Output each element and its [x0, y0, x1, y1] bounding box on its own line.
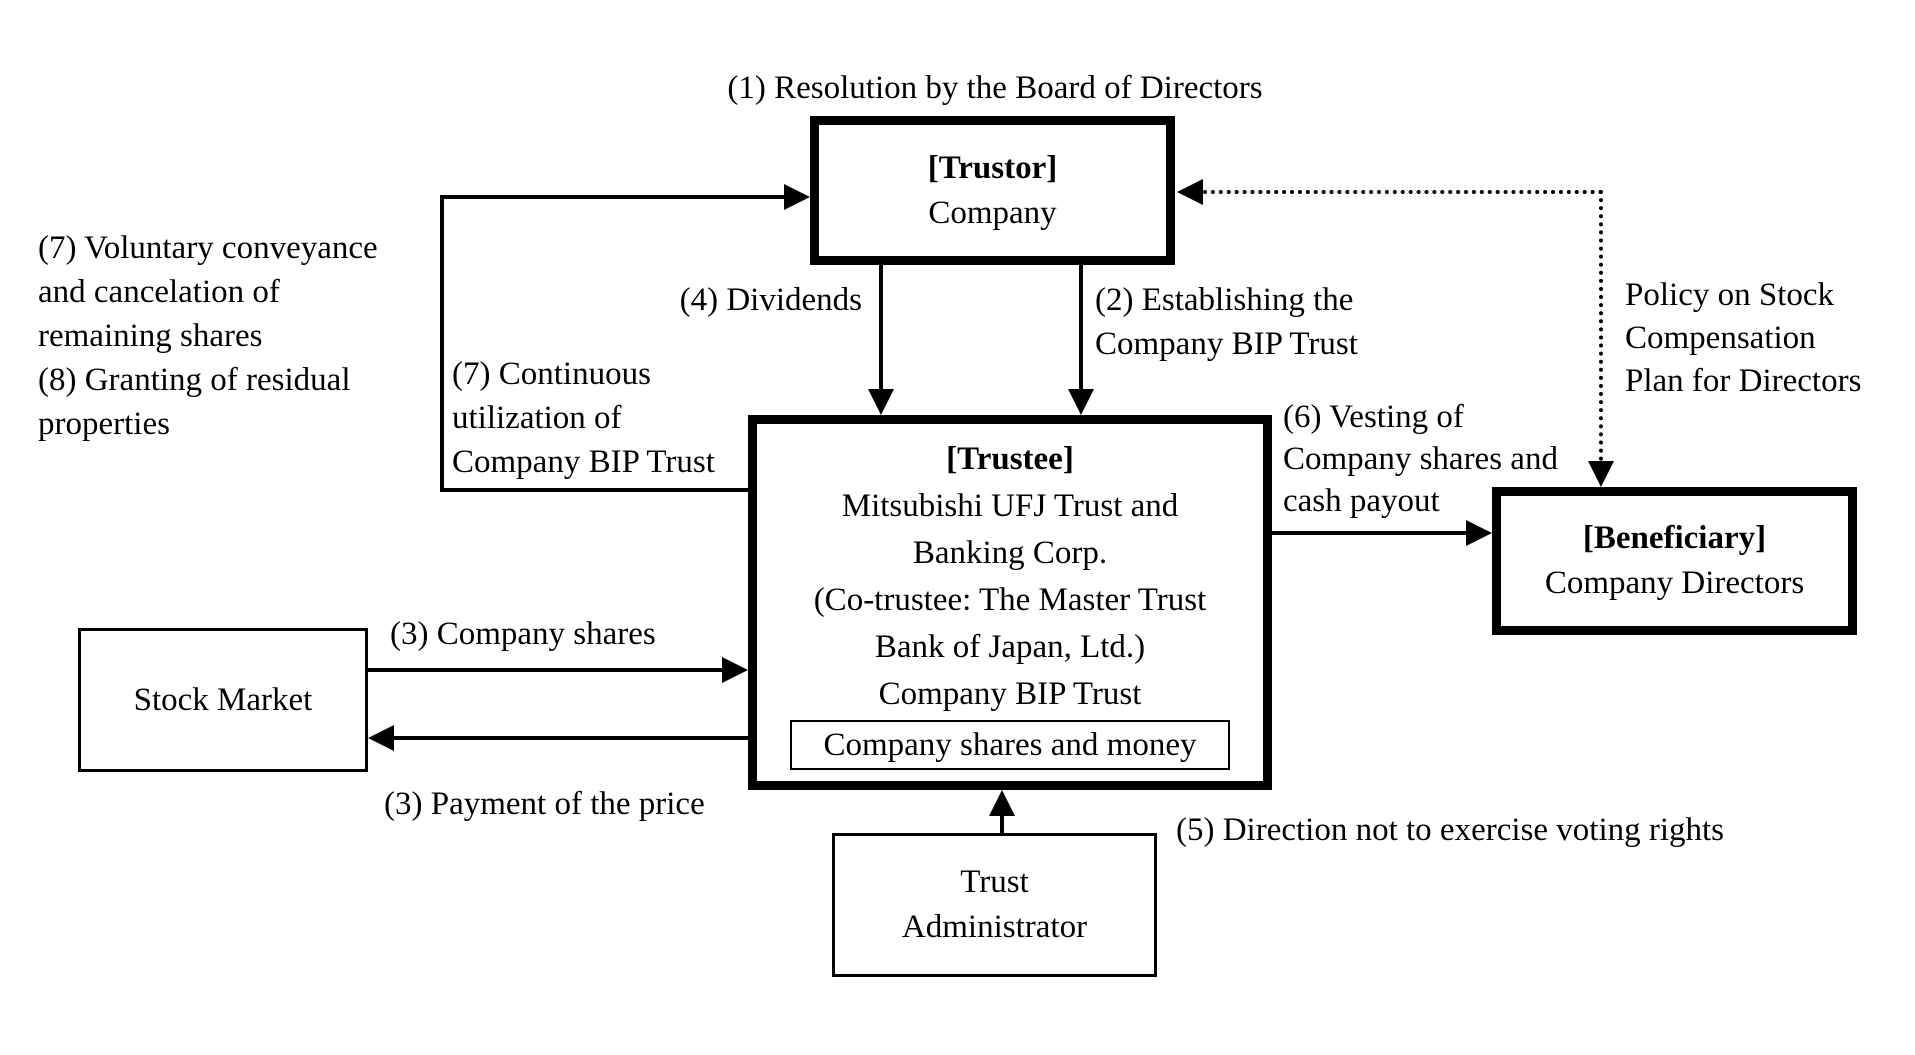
arrowhead-establishing-down — [1068, 389, 1094, 415]
arrowhead-payment-left — [368, 725, 394, 751]
stock-market-body: Stock Market — [133, 681, 313, 718]
trust-administrator-body: Trust Administrator — [901, 864, 1088, 945]
arrowhead-policy-into-trustor — [1177, 179, 1203, 205]
continuous-utilization-line-top — [440, 195, 786, 199]
stock-market-box: Stock Market — [78, 628, 368, 772]
dividends-line — [879, 265, 883, 392]
beneficiary-heading: [Beneficiary] — [1582, 520, 1767, 556]
trustee-assets-box: Company shares and money — [790, 719, 1230, 770]
beneficiary-box: [Beneficiary] Company Directors — [1492, 487, 1857, 635]
arrowhead-shares-right — [722, 657, 748, 683]
policy-dotted-line-vertical — [1599, 190, 1603, 461]
payment-line — [394, 736, 748, 740]
vesting-line — [1272, 531, 1466, 535]
label-vesting: (6) Vesting of Company shares and cash p… — [1283, 399, 1558, 519]
arrowhead-into-trustor-left — [784, 184, 810, 210]
label-voluntary-conveyance: (7) Voluntary conveyance and cancelation… — [38, 230, 378, 442]
establishing-line — [1079, 265, 1083, 392]
trustee-heading: [Trustee] — [946, 440, 1074, 477]
arrowhead-policy-into-beneficiary — [1588, 461, 1614, 487]
direction-line — [1000, 816, 1004, 835]
trustor-body: Company — [928, 194, 1057, 231]
label-payment: (3) Payment of the price — [384, 786, 705, 822]
trustor-box: [Trustor] Company — [810, 116, 1175, 265]
label-direction: (5) Direction not to exercise voting rig… — [1176, 812, 1725, 848]
policy-dotted-line-horizontal — [1203, 190, 1603, 194]
company-shares-line — [368, 668, 722, 672]
diagram-title: (1) Resolution by the Board of Directors — [727, 70, 1263, 106]
label-establishing: (2) Establishing the Company BIP Trust — [1095, 282, 1358, 362]
arrowhead-direction-up — [989, 790, 1015, 816]
trustee-body: Mitsubishi UFJ Trust and Banking Corp. (… — [813, 487, 1207, 712]
continuous-utilization-line-vertical — [440, 195, 444, 492]
label-company-shares: (3) Company shares — [390, 616, 656, 652]
trustor-heading: [Trustor] — [927, 149, 1058, 186]
continuous-utilization-line-bottom — [440, 488, 748, 492]
trustee-box: [Trustee] Mitsubishi UFJ Trust and Banki… — [748, 415, 1272, 790]
label-dividends: (4) Dividends — [679, 282, 862, 318]
label-continuous-utilization: (7) Continuous utilization of Company BI… — [452, 356, 715, 480]
label-policy: Policy on Stock Compensation Plan for Di… — [1625, 277, 1862, 399]
arrowhead-vesting-right — [1466, 520, 1492, 546]
beneficiary-body: Company Directors — [1544, 565, 1805, 601]
arrowhead-dividends-down — [868, 389, 894, 415]
trust-administrator-box: Trust Administrator — [832, 833, 1157, 977]
